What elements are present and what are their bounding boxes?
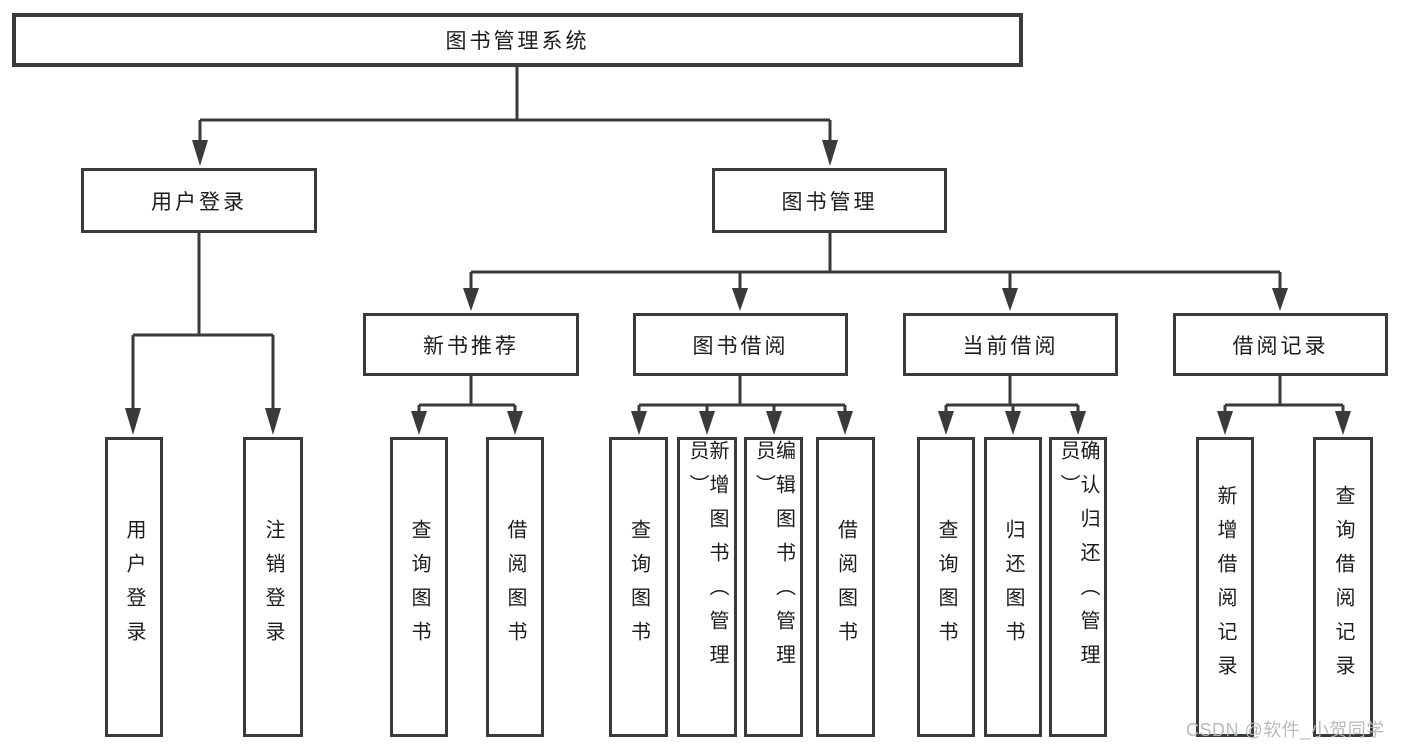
leaf-borrow-books-borrowing: 借阅图书 [816, 437, 875, 737]
node-library-management-system: 图书管理系统 [12, 13, 1023, 67]
node-label: 图书管理系统 [445, 30, 590, 53]
node-label: 图书管理 [781, 190, 878, 214]
node-book-management: 图书管理 [712, 168, 947, 233]
leaf-query-books-recommend: 查询图书 [390, 437, 448, 737]
leaf-add-borrow-record: 新增借阅记录 [1196, 437, 1254, 737]
leaf-label: 查询图书 [408, 519, 430, 655]
leaf-add-books-admin: 新增图书（管理员） [677, 437, 737, 737]
leaf-label: 编辑图书（管理员） [752, 440, 795, 678]
node-book-borrowing: 图书借阅 [633, 313, 848, 376]
node-borrowing-records: 借阅记录 [1173, 313, 1388, 376]
leaf-query-borrow-record: 查询借阅记录 [1313, 437, 1373, 737]
leaf-label: 归还图书 [1002, 519, 1024, 655]
csdn-watermark: CSDN @软件_小贺同学 [1186, 720, 1385, 740]
node-label: 图书借阅 [692, 334, 789, 358]
leaf-label: 注销登录 [262, 519, 284, 655]
node-user-login: 用户登录 [81, 168, 317, 233]
leaf-query-books-current: 查询图书 [917, 437, 975, 737]
leaf-label: 用户登录 [123, 519, 145, 655]
node-label: 用户登录 [151, 190, 247, 214]
leaf-borrow-books-recommend: 借阅图书 [486, 437, 544, 737]
node-new-book-recommendation: 新书推荐 [363, 313, 579, 376]
leaf-query-books-borrowing: 查询图书 [609, 437, 668, 737]
leaf-label: 查询图书 [627, 519, 650, 655]
leaf-label: 查询借阅记录 [1332, 485, 1354, 689]
leaf-label: 查询图书 [935, 519, 957, 655]
arrowheads [125, 140, 1351, 435]
leaf-label: 借阅图书 [834, 519, 857, 655]
leaf-edit-books-admin: 编辑图书（管理员） [744, 437, 803, 737]
leaf-logout: 注销登录 [243, 437, 303, 737]
node-label: 借阅记录 [1232, 334, 1329, 358]
leaf-label: 确认归还（管理员） [1057, 440, 1099, 678]
node-label: 新书推荐 [423, 334, 519, 358]
node-label: 当前借阅 [962, 334, 1059, 358]
leaf-label: 新增借阅记录 [1214, 485, 1236, 689]
leaf-user-login: 用户登录 [105, 437, 163, 737]
leaf-label: 借阅图书 [504, 519, 526, 655]
leaf-label: 新增图书（管理员） [686, 440, 728, 678]
leaf-return-books: 归还图书 [984, 437, 1042, 737]
node-current-borrowing: 当前借阅 [903, 313, 1118, 376]
leaf-confirm-return-admin: 确认归还（管理员） [1049, 437, 1107, 737]
